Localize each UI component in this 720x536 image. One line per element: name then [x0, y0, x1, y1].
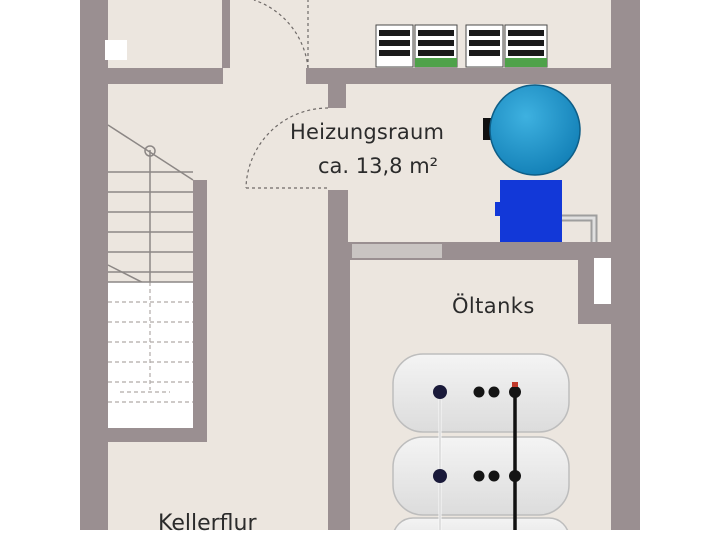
oil-tanks-label: Öltanks — [452, 294, 535, 318]
door-swing-heating — [245, 107, 329, 189]
staircase-lower-lines — [108, 282, 193, 403]
window-left — [105, 40, 127, 60]
floor-top-left-room — [108, 0, 223, 68]
wall-stair-bottom — [108, 428, 207, 442]
floor-oil-tank-right — [582, 324, 611, 530]
boiler-tank-icon — [483, 84, 581, 176]
wall-top-vertical — [222, 0, 230, 68]
passage-strip — [352, 244, 442, 258]
heating-room-area: ca. 13,8 m² — [318, 154, 439, 178]
window-right — [594, 258, 611, 304]
wall-stair-side — [193, 180, 207, 442]
floor-heating-passage — [230, 100, 350, 190]
floor-heating-room-top — [308, 0, 611, 68]
floor-door-area — [222, 0, 308, 84]
burner-unit-icon — [495, 180, 598, 242]
heating-room-label: Heizungsraum — [290, 120, 445, 144]
wall-top-left-horizontal — [108, 68, 223, 84]
wall-heating-top — [306, 68, 611, 84]
basement-corridor-label: Kellerflur — [158, 511, 257, 536]
wall-heating-left — [328, 190, 348, 530]
wall-heating-stub — [328, 84, 346, 108]
oil-tank-icon — [392, 353, 570, 530]
electrical-panel-icon — [375, 24, 548, 68]
staircase — [107, 124, 194, 309]
